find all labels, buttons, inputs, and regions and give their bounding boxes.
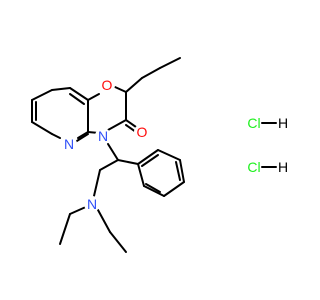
chlorine-label-1: Cl [247,115,260,131]
bond [179,159,185,183]
hydrogen-label-1: H [278,115,288,131]
bond [175,161,181,181]
bond [87,93,100,101]
bond [107,143,119,161]
bond [141,154,159,167]
bond [99,159,119,171]
bond [93,169,101,197]
atom-labels: O O N N N [61,77,150,212]
bond [125,119,137,128]
bond [157,149,181,161]
bond [59,213,71,245]
bond [114,86,127,93]
chlorine-label-2: Cl [247,159,260,175]
bond [143,185,165,197]
bond [125,77,143,93]
bond [137,163,145,187]
bond [109,231,127,253]
bond [31,89,53,101]
bond [77,131,89,139]
bond-lines [31,57,277,253]
bond [31,121,53,135]
bond [107,119,127,131]
bond [97,209,111,233]
bond [163,181,185,197]
bond [51,87,71,91]
amine-nitrogen-label: N [87,196,97,212]
hydrochloride-counterions: Cl H Cl H [247,115,288,175]
molecule-structure: O O N N N Cl H Cl H [31,57,288,253]
bond [69,87,89,101]
bond [137,149,159,165]
ring-oxygen-label: O [102,77,113,93]
bond [69,93,85,105]
bond [145,183,161,193]
bond [141,67,161,79]
hydrogen-label-2: H [278,159,288,175]
bond [159,57,181,69]
bond [51,133,61,139]
carbonyl-oxygen-label: O [137,124,148,140]
pyridine-nitrogen-label: N [64,136,74,152]
amide-nitrogen-label: N [98,128,108,144]
bond [117,159,139,165]
